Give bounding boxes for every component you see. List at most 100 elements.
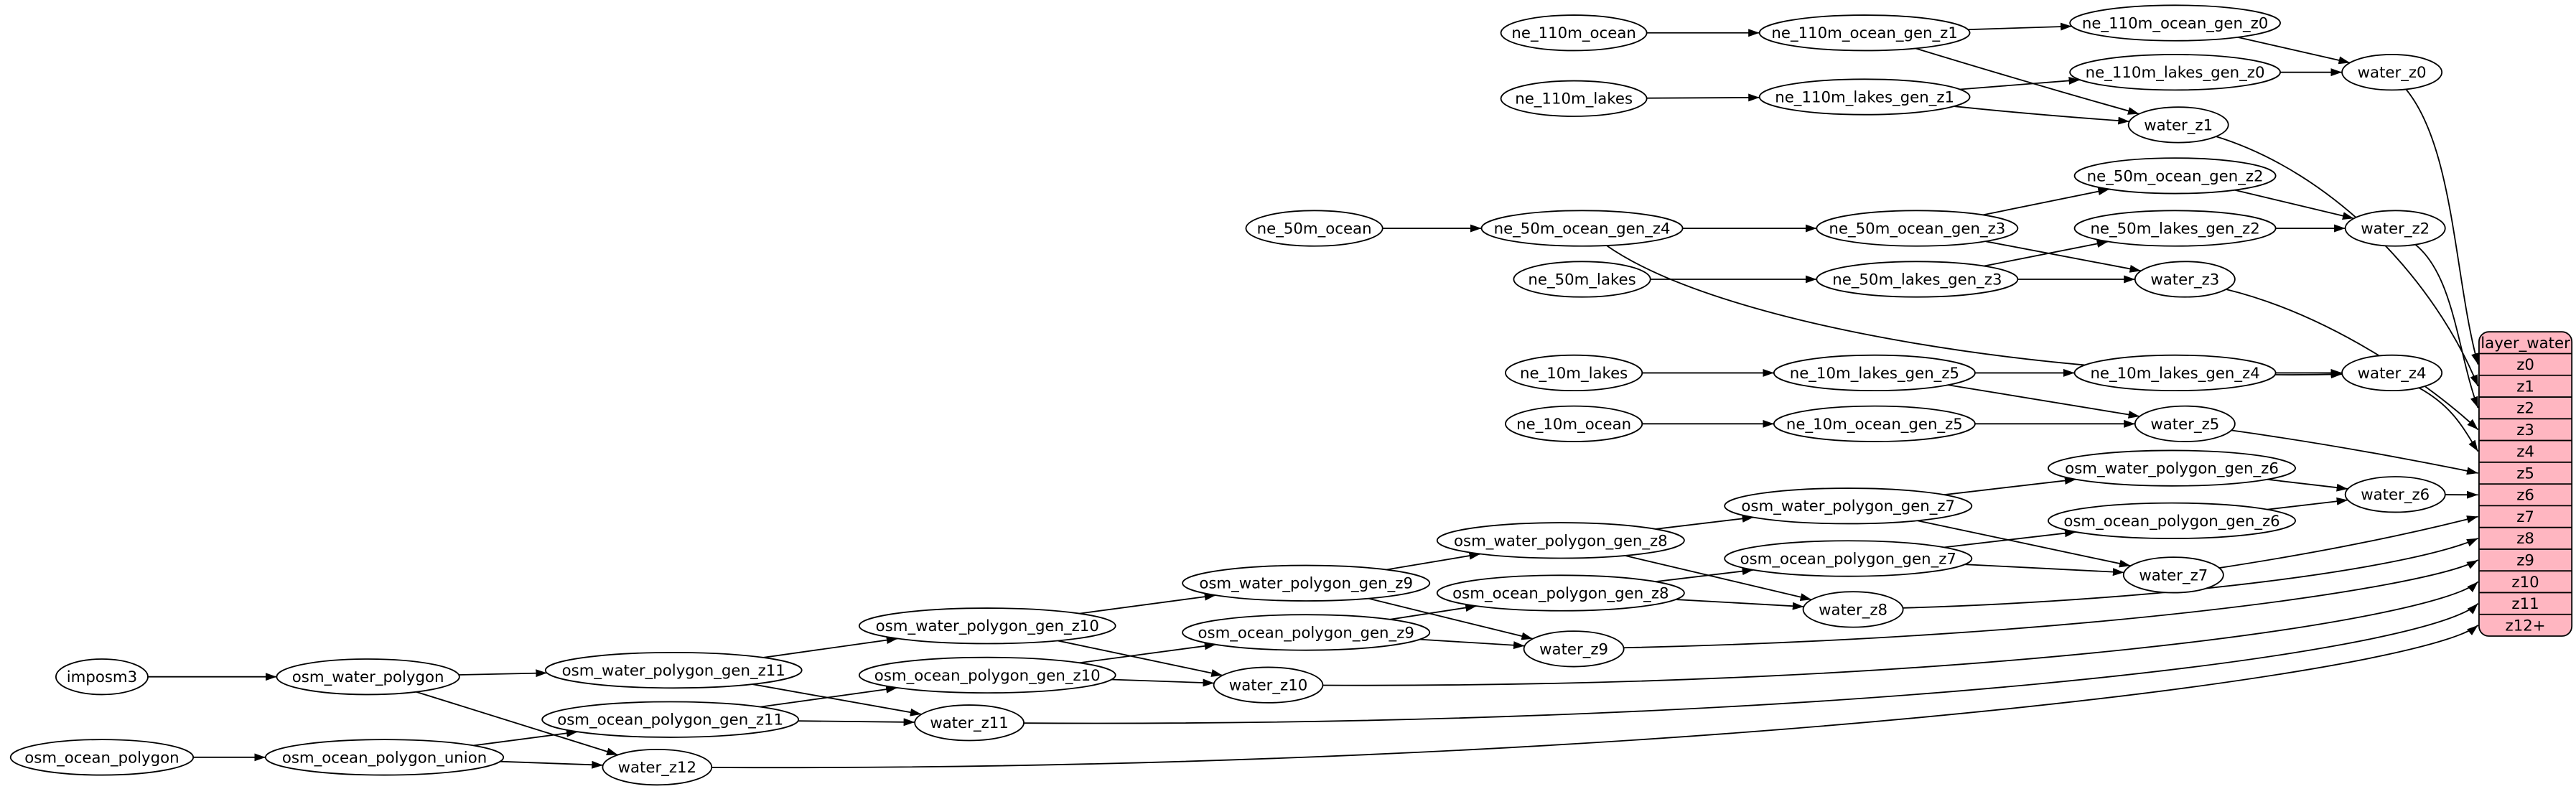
edge-ne_110m_lakes_gen_z1-to-water_z1 [1954,106,2129,125]
node-ne_110m_ocean_gen_z0: ne_110m_ocean_gen_z0 [2069,4,2281,42]
node-osm_water_polygon_gen_z7: osm_water_polygon_gen_z7 [1724,487,1973,525]
node-label: osm_ocean_polygon_gen_z7 [1740,550,1956,568]
edge-ne_50m_ocean_gen_z2-to-water_z2 [2234,189,2354,220]
node-label: osm_water_polygon_gen_z11 [562,662,785,680]
table-row-label: z5 [2516,464,2534,482]
node-label: osm_water_polygon_gen_z8 [1454,532,1668,550]
node-ellipse [1182,564,1431,602]
node-ne_110m_ocean: ne_110m_ocean [1500,14,1648,52]
edge-osm_ocean_polygon_gen_z7-to-water_z7 [1964,564,2124,576]
node-label: osm_water_polygon_gen_z7 [1741,498,1955,515]
table-row-z3: z3 [2516,421,2534,439]
node-water_z4: water_z4 [2341,354,2443,392]
node-ellipse [2127,106,2229,144]
node-ne_50m_lakes_gen_z2: ne_50m_lakes_gen_z2 [2073,210,2277,247]
edge-osm_water_polygon_gen_z11-to-osm_water_polygon_gen_z10 [762,636,898,658]
edge-water_z11-to-layer_water-z11 [1024,602,2479,724]
node-ellipse [1505,354,1643,392]
node-ne_10m_lakes_gen_z5: ne_10m_lakes_gen_z5 [1773,354,1976,392]
edge-ne_50m_ocean_gen_z3-to-water_z3 [1985,241,2142,273]
edge-osm_water_polygon_gen_z8-to-osm_water_polygon_gen_z7 [1655,514,1754,530]
node-ellipse [541,701,800,738]
node-label: ne_10m_ocean [1516,416,1631,434]
node-ellipse [276,658,460,696]
node-water_z5: water_z5 [2134,405,2236,442]
node-ellipse [1500,80,1648,117]
edge-ne_10m_lakes_gen_z5-to-water_z5 [1948,384,2140,419]
node-ellipse [1436,574,1685,612]
edge-osm_ocean_polygon_gen_z10-to-water_z10 [1111,678,1215,687]
edge-water_z0-to-layer_water-z0 [2405,88,2479,365]
node-label: ne_50m_lakes_gen_z2 [2090,220,2259,238]
node-label: ne_50m_ocean_gen_z3 [1829,220,2005,238]
node-ne_50m_lakes_gen_z3: ne_50m_lakes_gen_z3 [1816,261,2019,298]
table-row-label: z1 [2516,378,2534,396]
node-label: osm_ocean_polygon_union [282,749,487,767]
edge-osm_water_polygon_gen_z7-to-water_z7 [1917,520,2131,568]
node-water_z1: water_z1 [2127,106,2229,144]
edge-osm_water_polygon_gen_z6-to-water_z6 [2267,478,2348,492]
node-water_z0: water_z0 [2341,54,2443,91]
node-ellipse [2048,502,2297,539]
node-ne_110m_lakes_gen_z0: ne_110m_lakes_gen_z0 [2069,54,2281,91]
node-label: water_z11 [930,714,1008,732]
edge-osm_water_polygon_gen_z9-to-water_z9 [1368,597,1534,640]
node-label: water_z2 [2361,220,2430,238]
edge-ne_110m_lakes_gen_z1-to-ne_110m_lakes_gen_z0 [1959,76,2081,90]
edges-layer [148,22,2479,769]
edge-water_z10-to-layer_water-z10 [1322,581,2479,686]
node-osm_ocean_polygon: osm_ocean_polygon [9,739,195,776]
node-ne_50m_ocean_gen_z4: ne_50m_ocean_gen_z4 [1480,210,1684,247]
table-row-z11: z11 [2511,595,2539,613]
node-ne_10m_lakes_gen_z4: ne_10m_lakes_gen_z4 [2073,354,2277,392]
node-osm_water_polygon_gen_z10: osm_water_polygon_gen_z10 [858,607,1116,645]
table-row-label: z7 [2516,508,2534,526]
node-label: water_z4 [2358,365,2427,383]
node-label: ne_110m_ocean_gen_z0 [2082,14,2268,32]
table-row-z4: z4 [2516,443,2534,461]
node-label: osm_ocean_polygon_gen_z10 [874,667,1101,685]
node-label: water_z5 [2150,416,2219,434]
table-row-label: z2 [2516,400,2534,418]
node-label: osm_water_polygon_gen_z10 [876,617,1099,635]
node-osm_ocean_polygon_union: osm_ocean_polygon_union [264,739,505,776]
table-row-z9: z9 [2516,552,2534,570]
node-label: ne_50m_lakes [1528,271,1635,289]
node-ellipse [2341,54,2443,91]
node-label: water_z0 [2358,64,2427,82]
edge-water_z2-to-layer_water-z2 [2414,243,2479,408]
node-ellipse [1724,487,1973,525]
table-row-z5: z5 [2516,464,2534,482]
node-osm_ocean_polygon_gen_z8: osm_ocean_polygon_gen_z8 [1436,574,1685,612]
node-ne_10m_ocean: ne_10m_ocean [1505,405,1643,442]
table-row-label: z4 [2516,443,2534,461]
node-ellipse [858,607,1116,645]
node-ne_50m_ocean_gen_z2: ne_50m_ocean_gen_z2 [2073,157,2277,195]
node-water_z12: water_z12 [602,748,713,786]
node-label: water_z6 [2361,486,2430,504]
edge-osm_water_polygon_gen_z10-to-water_z10 [1058,640,1223,677]
node-label: water_z3 [2150,271,2219,289]
node-ellipse [2122,556,2224,594]
node-ne_110m_lakes_gen_z1: ne_110m_lakes_gen_z1 [1758,78,1971,116]
node-ellipse [1758,14,1971,52]
node-ellipse [1816,261,2019,298]
node-label: osm_ocean_polygon_gen_z6 [2063,513,2279,531]
node-osm_ocean_polygon_gen_z11: osm_ocean_polygon_gen_z11 [541,701,800,738]
node-osm_ocean_polygon_gen_z9: osm_ocean_polygon_gen_z9 [1182,614,1431,651]
node-label: ne_50m_ocean [1257,220,1372,238]
table-row-label: z12+ [2506,617,2546,635]
table-row-z1: z1 [2516,378,2534,396]
edge-osm_water_polygon_gen_z7-to-osm_water_polygon_gen_z6 [1943,477,2076,496]
node-ellipse [1773,405,1976,442]
node-osm_water_polygon_gen_z9: osm_water_polygon_gen_z9 [1182,564,1431,602]
node-label: water_z7 [2139,566,2208,584]
node-osm_water_polygon: osm_water_polygon [276,658,460,696]
node-ellipse [1505,405,1643,442]
table-row-label: z0 [2516,356,2534,374]
edge-osm_ocean_polygon_gen_z7-to-osm_ocean_polygon_gen_z6 [1943,529,2076,548]
node-ellipse [9,739,195,776]
node-water_z6: water_z6 [2344,476,2446,513]
node-ellipse [1245,210,1383,247]
